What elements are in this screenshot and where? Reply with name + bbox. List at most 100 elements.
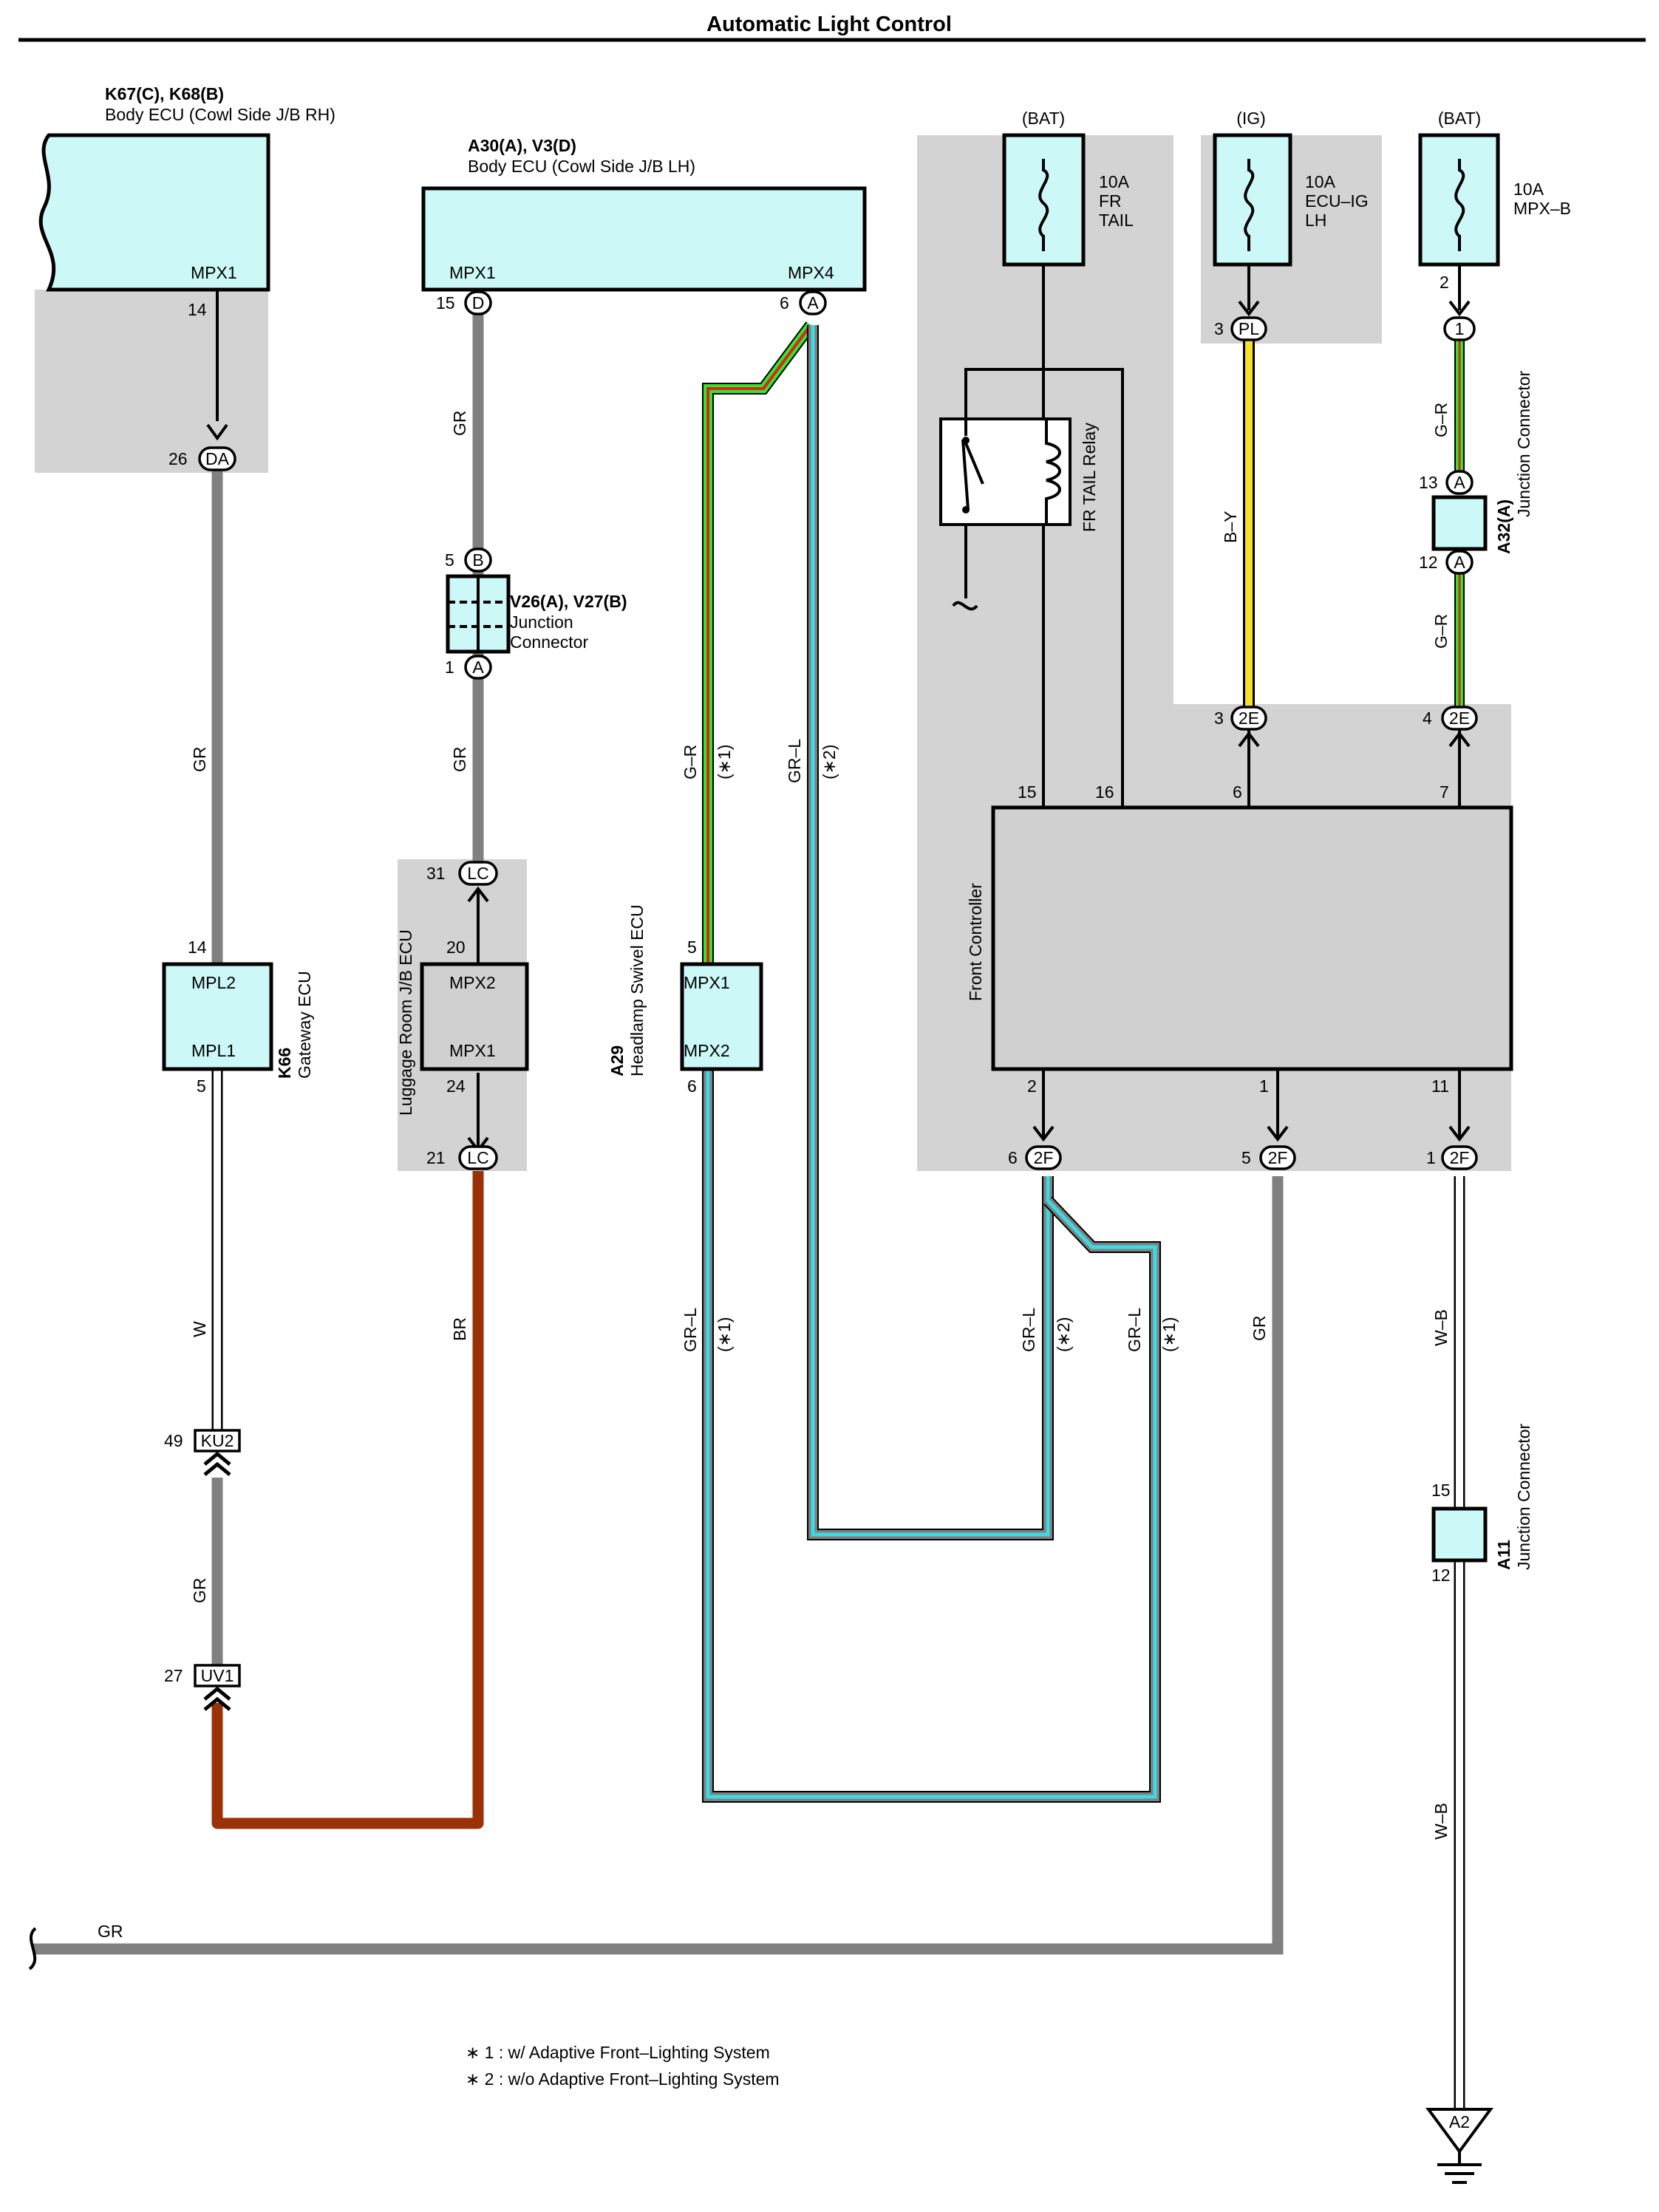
fuse-ecu-ig bbox=[1213, 133, 1292, 267]
svg-text:2F: 2F bbox=[1034, 1148, 1054, 1167]
pin-a29-5: 5 bbox=[687, 938, 697, 957]
wire-label-gr4: GR bbox=[450, 747, 469, 773]
svg-text:2E: 2E bbox=[1449, 709, 1470, 728]
wire-break-mark bbox=[28, 1927, 37, 1970]
pill-one: 1 bbox=[1443, 300, 1476, 341]
wire-label-w: W bbox=[190, 1321, 209, 1337]
luggage-name: Luggage Room J/B ECU bbox=[396, 929, 415, 1116]
pin-a-6: 6 bbox=[780, 293, 789, 313]
k66-pin1: MPL2 bbox=[191, 973, 236, 992]
note-2: ∗ 2 : w/o Adaptive Front–Lighting System bbox=[466, 2069, 780, 2089]
pin-ku2-49: 49 bbox=[164, 1431, 183, 1450]
wire-gr-l-a29 bbox=[702, 1068, 1161, 1803]
pin-k67-14: 14 bbox=[188, 300, 207, 319]
pin-lc-21: 21 bbox=[426, 1148, 446, 1167]
pin-2f-1: 1 bbox=[1426, 1148, 1436, 1167]
wire-label-gr-l2: GR–L bbox=[681, 1308, 700, 1352]
k66-pin2: MPL1 bbox=[191, 1041, 236, 1060]
wire-label-gr6: GR bbox=[98, 1922, 123, 1941]
connector-uv1: UV1 bbox=[194, 1664, 241, 1711]
wire-label-gr-r3: G–R bbox=[1431, 614, 1451, 649]
fuse-fr-tail bbox=[1002, 133, 1086, 267]
a11-junction-connector bbox=[1431, 1506, 1488, 1563]
v26-name1: Junction bbox=[510, 612, 573, 632]
pill-2f-mid: 2F bbox=[1259, 1125, 1296, 1170]
wire-relay-16 bbox=[1043, 368, 1124, 808]
wire-note2a: (∗2) bbox=[820, 745, 839, 779]
fuse3-source: (BAT) bbox=[1438, 109, 1481, 128]
connector-ku2: KU2 bbox=[194, 1429, 241, 1476]
v26-code: V26(A), V27(B) bbox=[510, 592, 627, 611]
fuse1-source: (BAT) bbox=[1022, 109, 1065, 128]
pill-da: DA bbox=[198, 423, 236, 471]
pin-2f-6: 6 bbox=[1008, 1148, 1018, 1167]
wire-label-gr3: GR bbox=[450, 411, 469, 437]
a29-pin2: MPX2 bbox=[684, 1041, 730, 1060]
pill-2f-right: 2F bbox=[1441, 1125, 1478, 1170]
front-controller-name: Front Controller bbox=[966, 883, 985, 1001]
a30-name: Body ECU (Cowl Side J/B LH) bbox=[468, 157, 695, 176]
pin-a11-15: 15 bbox=[1431, 1481, 1451, 1500]
pin-fc-7: 7 bbox=[1440, 782, 1449, 802]
pill-a32-top: A bbox=[1445, 470, 1474, 495]
wire-gr-bottom bbox=[33, 1176, 1284, 1955]
wire-gr-r-a29 bbox=[702, 321, 816, 966]
pill-2e-left: 2E bbox=[1230, 706, 1267, 748]
luggage-pin2: MPX1 bbox=[449, 1041, 496, 1060]
page-title: Automatic Light Control bbox=[706, 13, 952, 36]
pill-a-v26: A bbox=[464, 655, 492, 680]
note-1: ∗ 1 : w/ Adaptive Front–Lighting System bbox=[466, 2043, 770, 2062]
svg-text:PL: PL bbox=[1239, 319, 1259, 338]
pin-fc-16: 16 bbox=[1095, 782, 1114, 802]
svg-text:D: D bbox=[472, 293, 485, 313]
pin-a29-6: 6 bbox=[687, 1076, 697, 1096]
svg-text:A: A bbox=[1454, 473, 1465, 492]
wire-label-gr5: GR bbox=[1250, 1316, 1269, 1342]
pin-fc-15: 15 bbox=[1018, 782, 1037, 802]
a32-name: Junction Connector bbox=[1514, 370, 1533, 517]
svg-text:KU2: KU2 bbox=[201, 1431, 234, 1450]
fr-tail-relay bbox=[939, 417, 1072, 526]
pill-b: B bbox=[464, 547, 492, 573]
wire-label-wb2: W–B bbox=[1431, 1803, 1451, 1840]
pill-lc-31: LC bbox=[458, 861, 498, 903]
pin-fc-11: 11 bbox=[1431, 1076, 1449, 1096]
ground-label: A2 bbox=[1449, 2112, 1470, 2131]
front-controller bbox=[991, 805, 1513, 1071]
svg-text:2F: 2F bbox=[1268, 1148, 1288, 1167]
shade-k67 bbox=[35, 290, 268, 473]
a32-code: A32(A) bbox=[1494, 499, 1513, 554]
fuse2-source: (IG) bbox=[1236, 109, 1266, 128]
wire-label-gr-l1: GR–L bbox=[785, 739, 804, 783]
pin-2e-3: 3 bbox=[1214, 709, 1224, 728]
pin-pl-3: 3 bbox=[1214, 319, 1224, 338]
svg-text:2F: 2F bbox=[1450, 1148, 1470, 1167]
ground-a2 bbox=[1425, 2108, 1493, 2184]
svg-text:1: 1 bbox=[1455, 319, 1465, 338]
wire-label-gr-r1: G–R bbox=[681, 745, 700, 779]
k67-body-ecu bbox=[38, 133, 270, 292]
pin-da-26: 26 bbox=[168, 449, 188, 468]
pin-fc-1: 1 bbox=[1259, 1076, 1269, 1096]
a30-pin1: MPX1 bbox=[449, 263, 496, 282]
pin-lug-24: 24 bbox=[446, 1076, 466, 1096]
a32-junction-connector bbox=[1431, 495, 1488, 551]
a29-pin1: MPX1 bbox=[684, 973, 730, 992]
fuse2-line1: 10A bbox=[1305, 172, 1336, 191]
wire-relay-top bbox=[964, 368, 1043, 419]
wire-note2b: (∗2) bbox=[1054, 1317, 1073, 1352]
k67-name: Body ECU (Cowl Side J/B RH) bbox=[105, 105, 335, 124]
k67-code: K67(C), K68(B) bbox=[105, 84, 224, 103]
pill-d: D bbox=[464, 290, 492, 315]
pill-a32-bottom: A bbox=[1445, 550, 1474, 575]
wire-label-gr-r2: G–R bbox=[1431, 403, 1451, 437]
wire-note1a: (∗1) bbox=[715, 745, 734, 779]
pin-a32-13: 13 bbox=[1419, 473, 1438, 492]
svg-text:A: A bbox=[1454, 553, 1465, 572]
pin-fc-2: 2 bbox=[1027, 1076, 1037, 1096]
a29-code: A29 bbox=[607, 1045, 627, 1076]
fuse-mpx-b bbox=[1418, 133, 1500, 267]
fuse1-line2: FR bbox=[1099, 191, 1122, 211]
pill-lc-21: LC bbox=[458, 1136, 498, 1170]
